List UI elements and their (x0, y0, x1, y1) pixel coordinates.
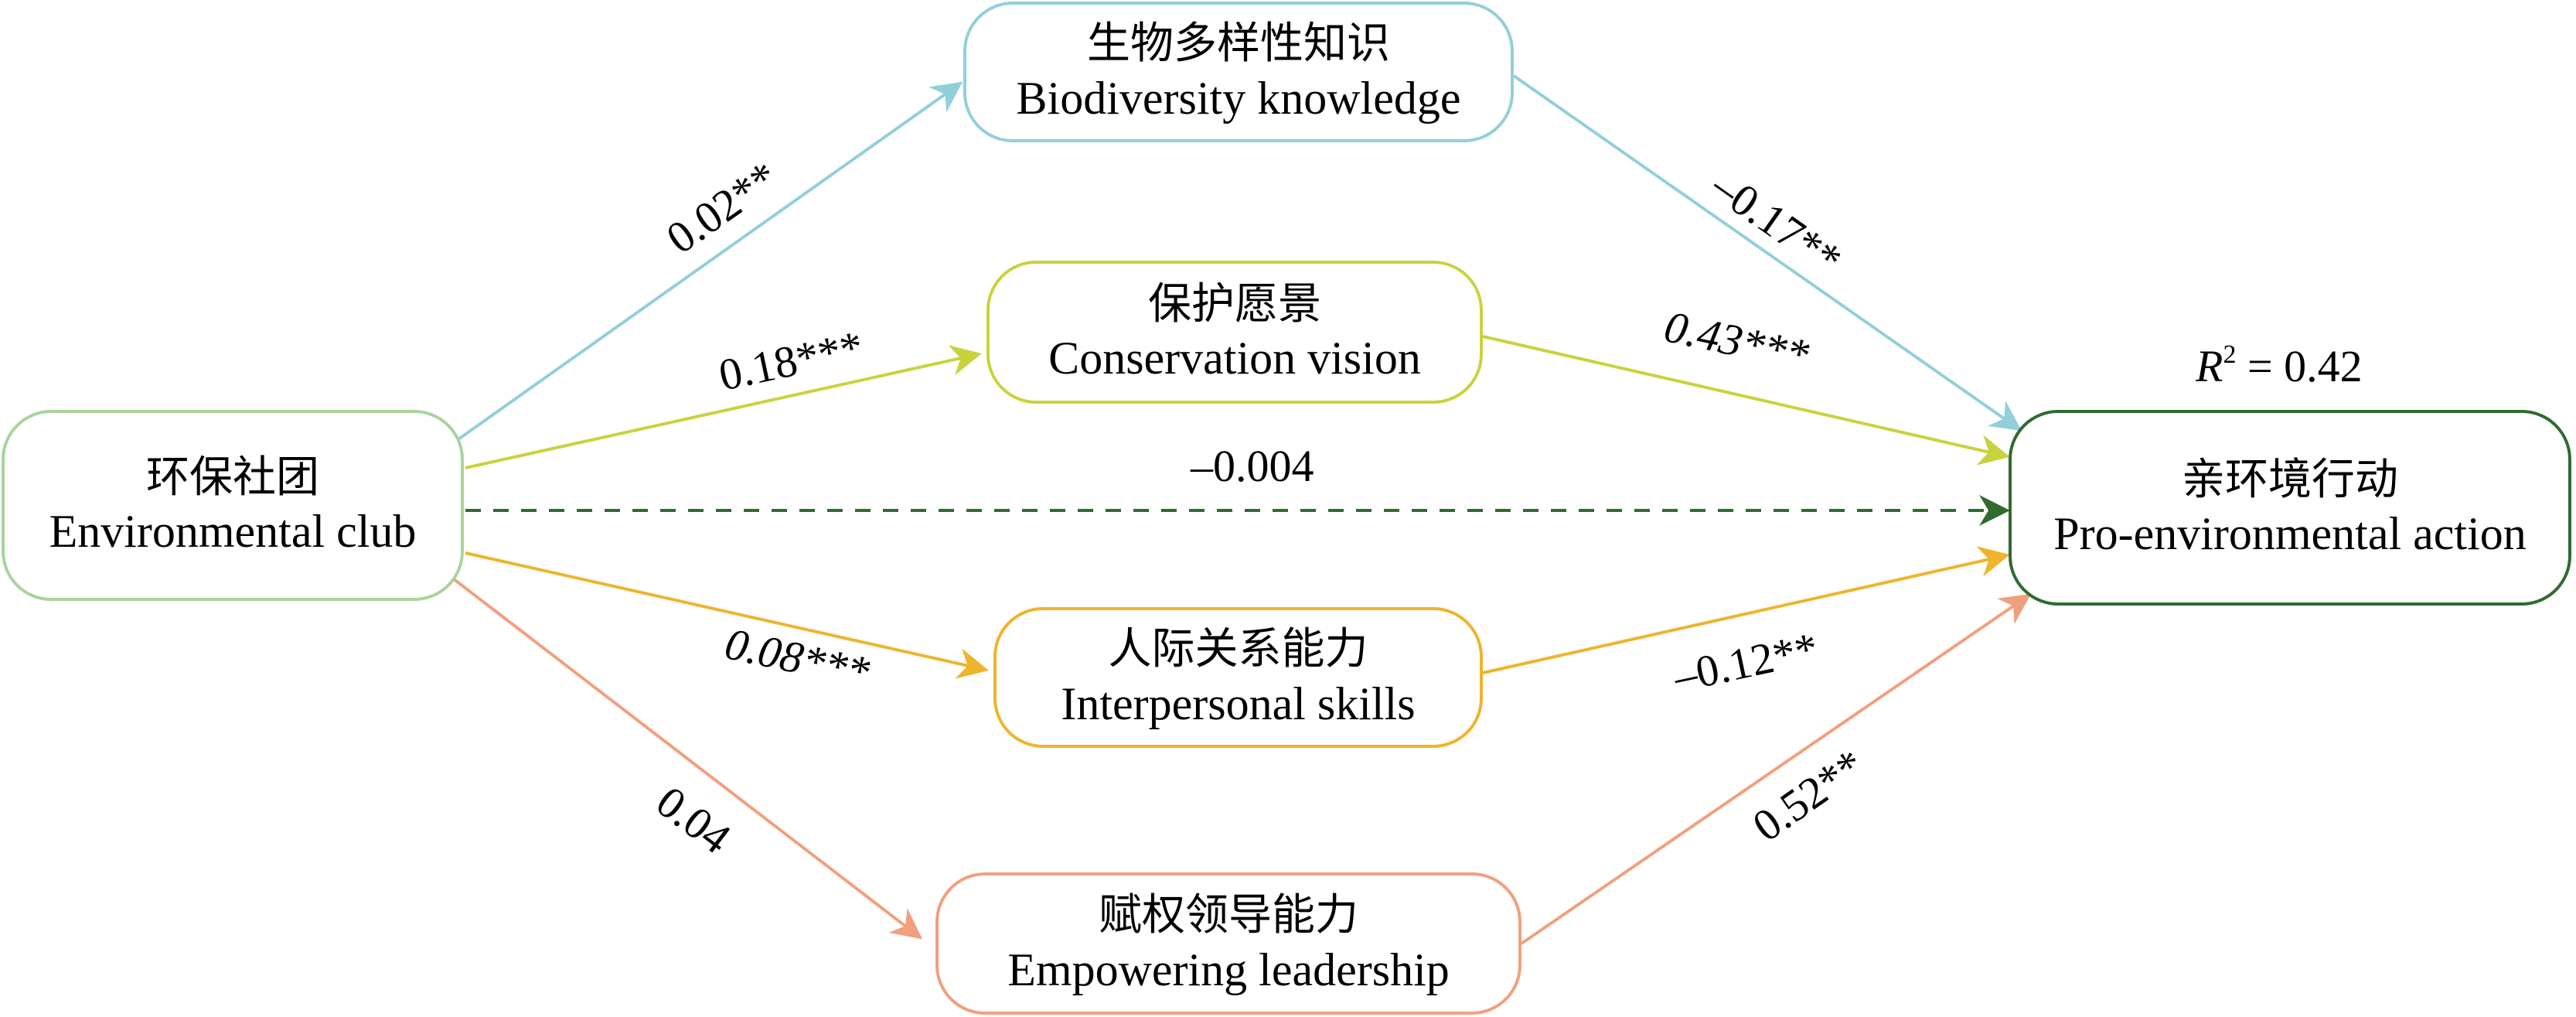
coef-club-vision: 0.18*** (714, 321, 867, 401)
node-label-zh: 亲环境行动 (2182, 454, 2398, 505)
arrow-interpersonal-action (1482, 546, 2010, 674)
arrow-club-biodiversity (455, 81, 963, 442)
arrow-vision-action (1482, 335, 2010, 466)
arrow-club-interpersonal (465, 551, 989, 679)
node-label-en: Conservation vision (1048, 333, 1421, 384)
node-label-zh: 人际关系能力 (1108, 624, 1368, 675)
coef-club-action: –0.004 (1190, 441, 1314, 491)
node-environmental-club: 环保社团 Environmental club (2, 410, 464, 601)
r-exponent: 2 (2223, 340, 2237, 369)
arrow-biodiversity-action (1512, 74, 2022, 432)
node-label-zh: 环保社团 (146, 452, 319, 503)
r-squared-value: = 0.42 (2247, 341, 2363, 391)
node-label-zh: 保护愿景 (1148, 278, 1321, 329)
r-symbol: R (2196, 341, 2223, 391)
node-label-en: Empowering leadership (1007, 944, 1450, 995)
node-interpersonal-skills: 人际关系能力 Interpersonal skills (993, 607, 1483, 748)
node-biodiversity-knowledge: 生物多样性知识 Biodiversity knowledge (963, 2, 1514, 142)
coef-interpersonal-action: –0.12** (1668, 623, 1822, 702)
node-pro-environmental-action: 亲环境行动 Pro-environmental action (2009, 410, 2571, 606)
coef-club-interpersonal: 0.08*** (721, 618, 874, 698)
node-label-en: Interpersonal skills (1061, 677, 1416, 729)
arrow-club-vision (465, 345, 982, 469)
arrow-club-leadership (448, 575, 923, 940)
node-label-zh: 生物多样性知识 (1087, 19, 1390, 70)
node-label-en: Pro-environmental action (2053, 508, 2527, 560)
node-label-zh: 赋权领导能力 (1099, 890, 1358, 941)
node-conservation-vision: 保护愿景 Conservation vision (986, 261, 1483, 404)
node-label-en: Biodiversity knowledge (1016, 72, 1461, 124)
coef-leadership-action: 0.52** (1743, 739, 1873, 851)
node-label-en: Environmental club (49, 506, 417, 558)
node-empowering-leadership: 赋权领导能力 Empowering leadership (935, 872, 1521, 1015)
coef-vision-action: 0.43*** (1660, 301, 1813, 381)
r-squared-label: R2 = 0.42 (2196, 340, 2363, 392)
coef-club-biodiversity: 0.02** (657, 152, 787, 264)
arrow-leadership-action (1520, 593, 2032, 945)
